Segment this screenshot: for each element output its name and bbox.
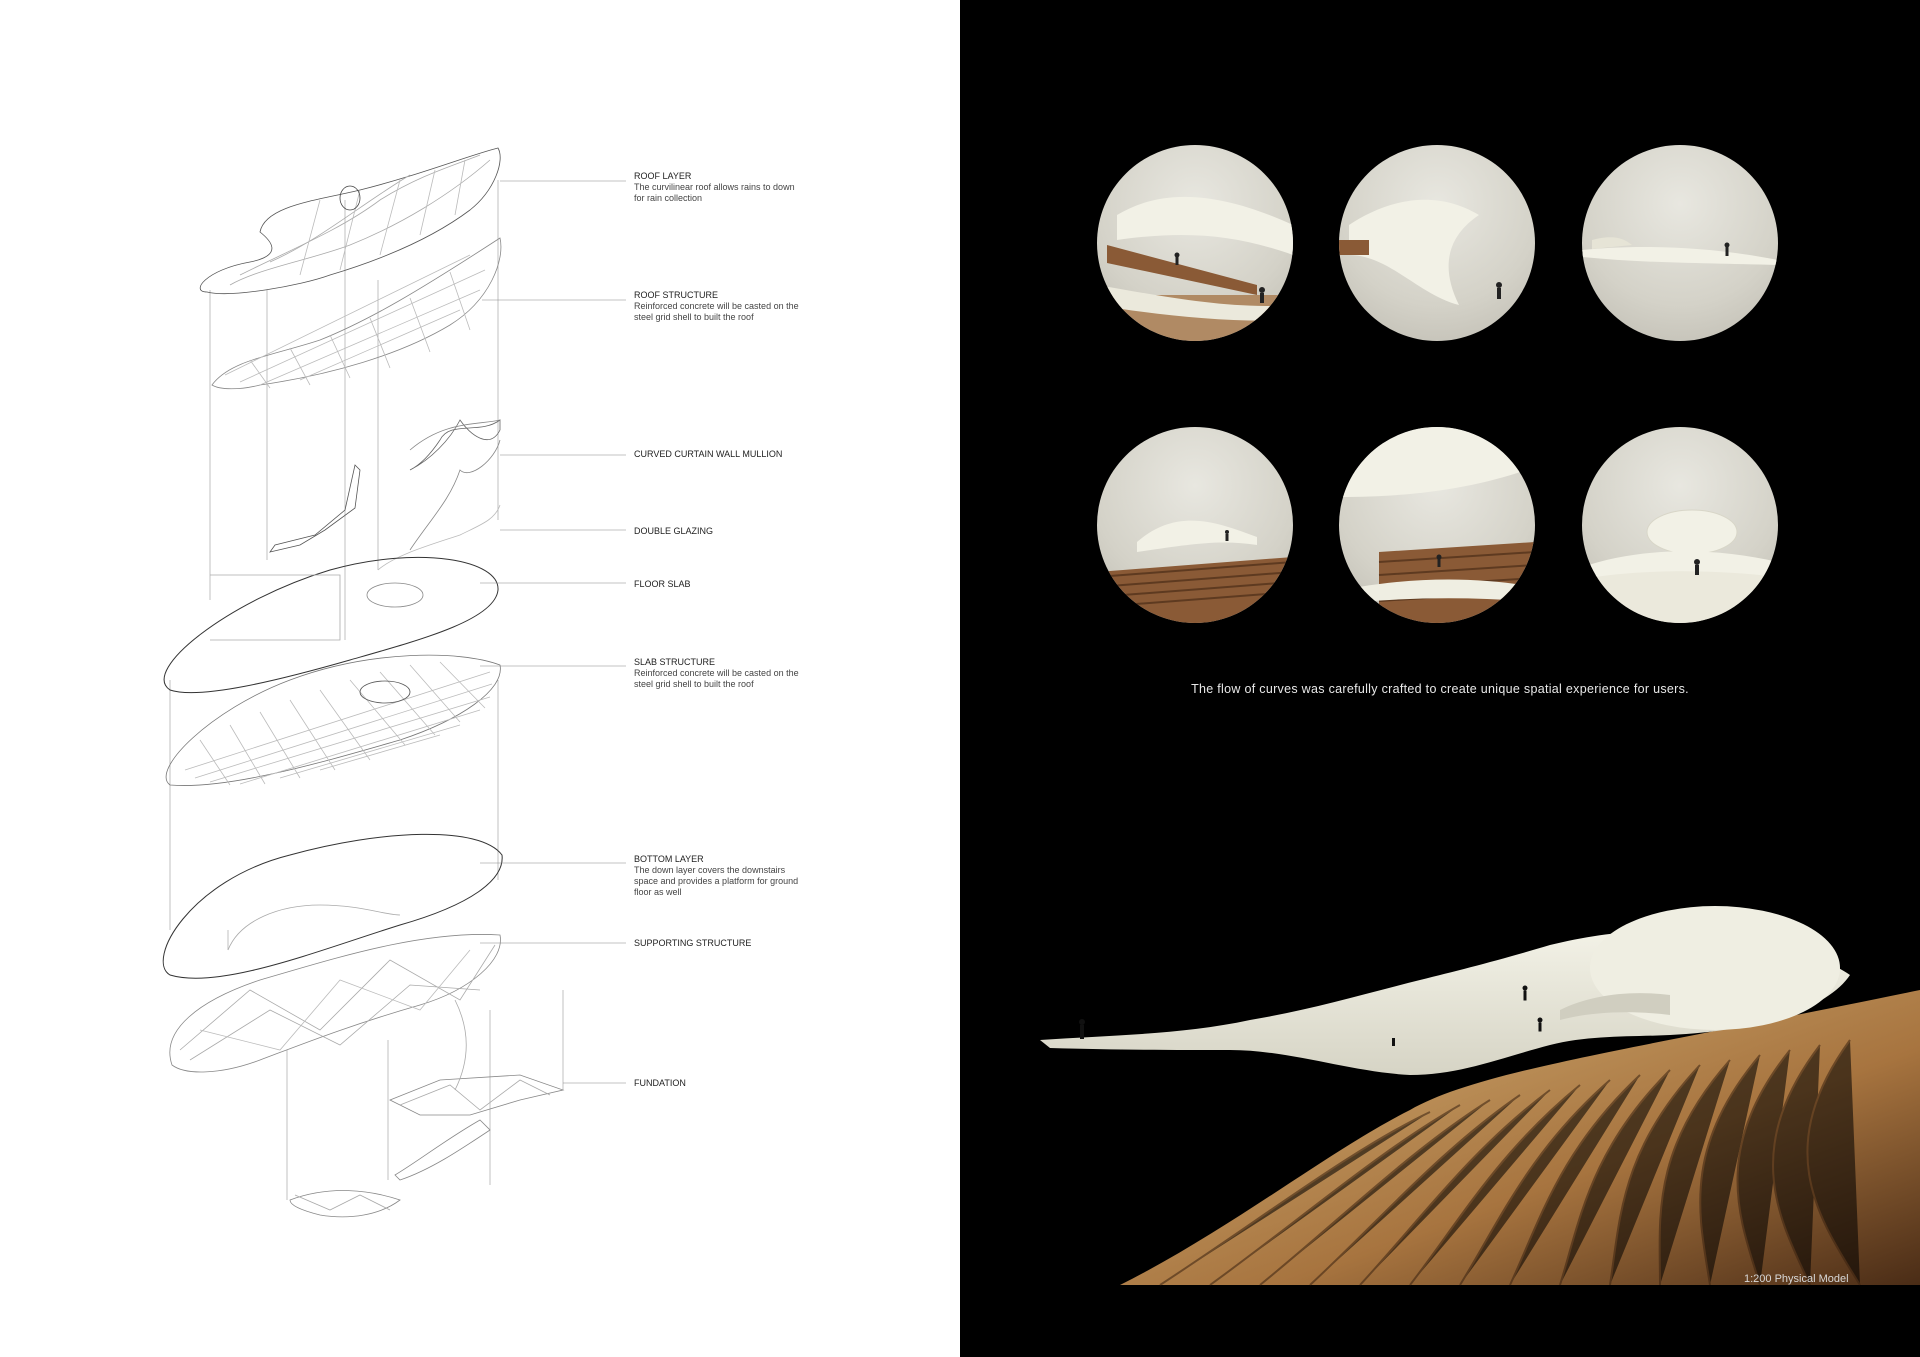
exploded-axonometric-panel: ROOF LAYER The curvilinear roof allows r… [162, 147, 934, 1218]
layer-title: CURVED CURTAIN WALL MULLION [634, 449, 783, 459]
label-fundation: FUNDATION [634, 1078, 934, 1089]
leader-lines [480, 180, 626, 1084]
layer-title: DOUBLE GLAZING [634, 526, 714, 536]
layer-description: The down layer covers the downstairs spa… [634, 865, 799, 897]
layer-title: FLOOR SLAB [634, 579, 691, 589]
layer-title: FUNDATION [634, 1078, 686, 1088]
model-photo-circle-2 [1339, 145, 1535, 341]
model-photo-circle-6 [1582, 427, 1778, 623]
model-photo-circle-3 [1582, 145, 1778, 341]
supporting-structure-shape [169, 934, 501, 1073]
roof-structure-shape [211, 237, 502, 390]
slab-structure-shape [165, 654, 501, 786]
label-roof-layer: ROOF LAYER The curvilinear roof allows r… [634, 171, 934, 204]
double-glazing-shape [377, 504, 501, 571]
curtain-wall-mullion-shape [269, 419, 501, 553]
exploded-axonometric-diagram [162, 147, 626, 1218]
floor-slab-shape [163, 556, 499, 694]
scale-label: 1:200 Physical Model [1744, 1273, 1849, 1285]
layer-description: Reinforced concrete will be casted on th… [634, 668, 799, 689]
foundation-shape [289, 999, 565, 1218]
model-caption: The flow of curves was carefully crafted… [1191, 682, 1689, 696]
roof-layer-shape [199, 147, 501, 294]
label-curved-curtain-wall-mullion: CURVED CURTAIN WALL MULLION [634, 449, 934, 460]
label-supporting-structure: SUPPORTING STRUCTURE [634, 938, 934, 949]
layer-title: ROOF STRUCTURE [634, 290, 718, 300]
label-double-glazing: DOUBLE GLAZING [634, 526, 934, 537]
model-photo-circle-4 [1097, 427, 1293, 623]
layer-description: The curvilinear roof allows rains to dow… [634, 182, 795, 203]
layer-title: ROOF LAYER [634, 171, 692, 181]
model-photo-circle-5 [1339, 427, 1535, 623]
layer-title: BOTTOM LAYER [634, 854, 704, 864]
label-floor-slab: FLOOR SLAB [634, 579, 934, 590]
layer-title: SLAB STRUCTURE [634, 657, 716, 667]
model-photo-circle-1 [1097, 145, 1293, 341]
physical-model-photo [1040, 906, 1920, 1286]
projection-lines [169, 180, 564, 1200]
layer-title: SUPPORTING STRUCTURE [634, 938, 752, 948]
label-slab-structure: SLAB STRUCTURE Reinforced concrete will … [634, 657, 934, 690]
layer-description: Reinforced concrete will be casted on th… [634, 301, 799, 322]
label-bottom-layer: BOTTOM LAYER The down layer covers the d… [634, 854, 934, 898]
bottom-layer-shape [162, 833, 503, 979]
label-roof-structure: ROOF STRUCTURE Reinforced concrete will … [634, 290, 934, 323]
